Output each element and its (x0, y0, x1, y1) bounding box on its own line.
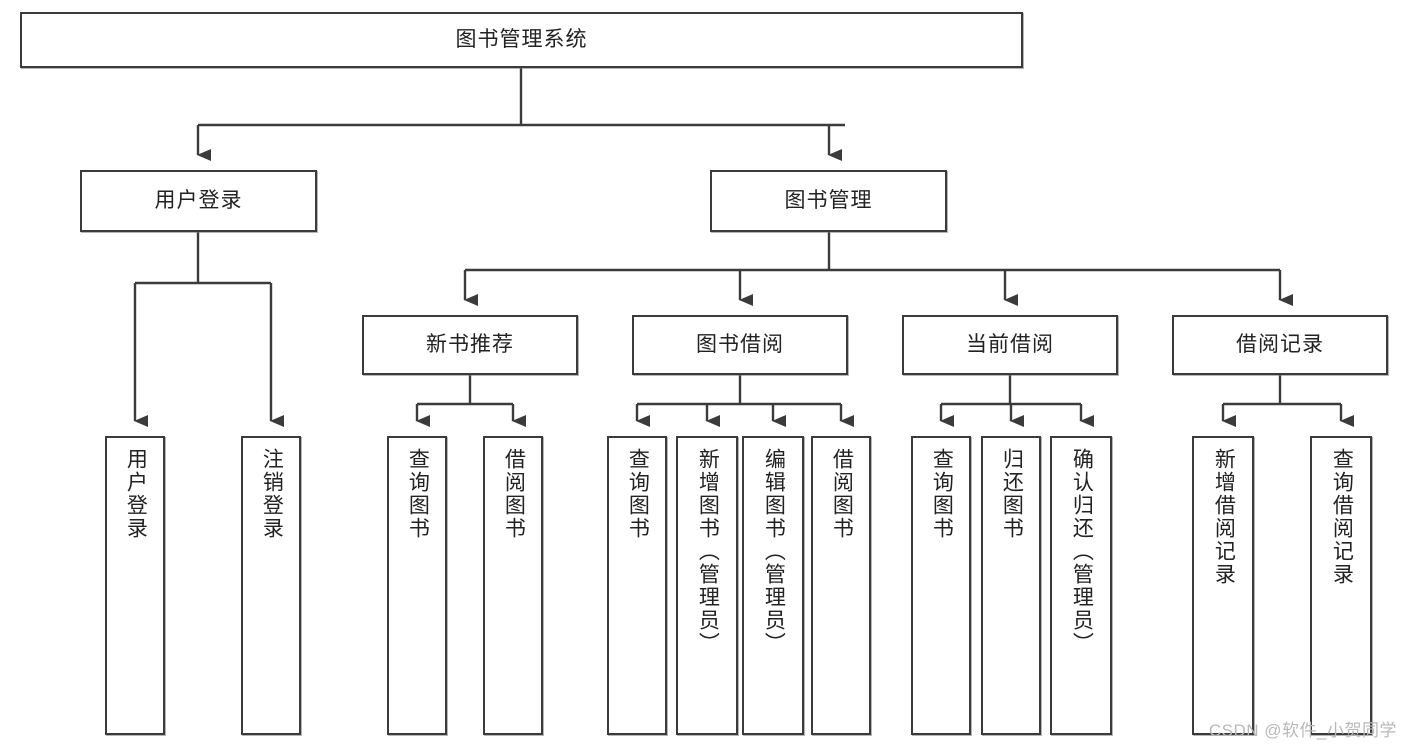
leaf-query-book-newbook[interactable]: 查询图书 (387, 436, 447, 735)
leaf-user-login[interactable]: 用户登录 (105, 436, 165, 735)
node-book-management-label: 图书管理 (784, 188, 873, 212)
node-root-label: 图书管理系统 (455, 27, 588, 51)
leaf-user-login-label: 用户登录 (124, 448, 148, 540)
leaf-add-book-admin-label: 新增图书（管理员） (696, 448, 720, 655)
leaf-query-borrow-record-label: 查询借阅记录 (1330, 448, 1354, 586)
leaf-logout[interactable]: 注销登录 (241, 436, 301, 735)
leaf-edit-book-admin-label: 编辑图书（管理员） (762, 448, 786, 655)
leaf-add-borrow-record-label: 新增借阅记录 (1212, 448, 1236, 586)
csdn-watermark: CSDN @软件_小贺同学 (1208, 721, 1397, 740)
leaf-confirm-return-admin[interactable]: 确认归还（管理员） (1050, 436, 1112, 735)
leaf-query-book-current[interactable]: 查询图书 (911, 436, 971, 735)
leaf-logout-label: 注销登录 (260, 448, 284, 540)
leaf-edit-book-admin[interactable]: 编辑图书（管理员） (742, 436, 804, 735)
node-borrow-record[interactable]: 借阅记录 (1172, 315, 1388, 375)
leaf-borrow-book-newbook-label: 借阅图书 (502, 448, 526, 540)
node-root[interactable]: 图书管理系统 (20, 12, 1023, 68)
leaf-return-book[interactable]: 归还图书 (981, 436, 1041, 735)
node-new-book-recommend[interactable]: 新书推荐 (362, 315, 578, 375)
leaf-query-book-current-label: 查询图书 (930, 448, 954, 540)
leaf-add-book-admin[interactable]: 新增图书（管理员） (676, 436, 738, 735)
leaf-query-book-borrow-label: 查询图书 (626, 448, 650, 540)
node-book-management[interactable]: 图书管理 (710, 170, 947, 232)
node-current-borrow[interactable]: 当前借阅 (902, 315, 1118, 375)
node-current-borrow-label: 当前借阅 (966, 332, 1054, 356)
leaf-borrow-book-newbook[interactable]: 借阅图书 (483, 436, 543, 735)
node-book-borrow[interactable]: 图书借阅 (632, 315, 848, 375)
leaf-add-borrow-record[interactable]: 新增借阅记录 (1192, 436, 1254, 735)
leaf-query-book-newbook-label: 查询图书 (406, 448, 430, 540)
leaf-return-book-label: 归还图书 (1000, 448, 1024, 540)
node-user-login-label: 用户登录 (154, 188, 243, 212)
leaf-query-book-borrow[interactable]: 查询图书 (607, 436, 667, 735)
node-borrow-record-label: 借阅记录 (1236, 332, 1324, 356)
leaf-borrow-book-borrow-label: 借阅图书 (830, 448, 854, 540)
node-user-login[interactable]: 用户登录 (80, 170, 317, 232)
leaf-query-borrow-record[interactable]: 查询借阅记录 (1310, 436, 1372, 735)
leaf-borrow-book-borrow[interactable]: 借阅图书 (811, 436, 871, 735)
node-new-book-recommend-label: 新书推荐 (426, 332, 514, 356)
leaf-confirm-return-admin-label: 确认归还（管理员） (1070, 448, 1094, 655)
node-book-borrow-label: 图书借阅 (696, 332, 784, 356)
